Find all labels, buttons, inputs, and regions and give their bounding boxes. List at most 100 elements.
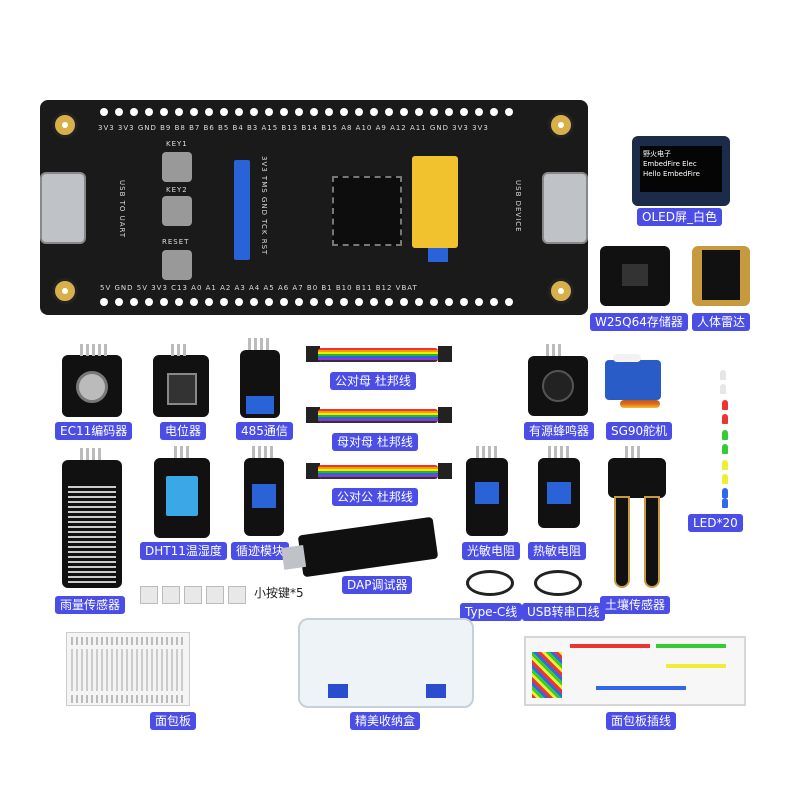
jumper-wire-kit	[524, 636, 746, 706]
mount-hole-tr	[548, 112, 574, 138]
button-cap-1	[140, 586, 158, 604]
soil-probe-right	[644, 496, 660, 588]
wire-mf-end-right	[438, 346, 452, 362]
oled-screen: 野火电子 EmbedFire Elec Hello EmbedFire	[640, 146, 722, 192]
wire-ff-end-right	[438, 407, 452, 423]
pot-knob	[167, 373, 197, 405]
rain-sensor	[62, 460, 122, 588]
mount-hole-br	[548, 278, 574, 304]
breadboard-rail-top	[71, 637, 185, 645]
swd-header	[234, 160, 250, 260]
potentiometer-module	[153, 355, 209, 417]
label-photo: 光敏电阻	[462, 542, 521, 560]
label-led: LED*20	[688, 514, 743, 532]
oled-line2: EmbedFire Elec	[643, 160, 697, 168]
wire-ff	[318, 409, 438, 423]
usb-c-port-right	[542, 172, 588, 244]
blue-jumper	[428, 248, 448, 262]
pot-pins	[171, 344, 186, 356]
dap-usb-plug	[281, 545, 307, 570]
led-green-2	[722, 444, 728, 454]
flash-chip	[622, 264, 648, 286]
track-pot	[252, 484, 276, 508]
label-usb-serial: USB转串口线	[522, 603, 605, 621]
radar-board	[702, 250, 740, 300]
key1-button	[162, 152, 192, 182]
label-dht11: DHT11温湿度	[140, 542, 227, 560]
buzzer-body	[542, 370, 574, 402]
wire-mm-end-left	[306, 463, 320, 479]
led-white-1	[720, 370, 726, 380]
usb-serial-cable	[534, 570, 582, 596]
rs485-module	[240, 350, 280, 418]
label-oled: OLED屏_白色	[637, 208, 722, 226]
jumper-mixed	[532, 652, 562, 698]
breadboard-holes	[71, 649, 185, 691]
label-radar: 人体雷达	[692, 313, 751, 331]
led-blue-2	[722, 498, 728, 508]
label-typec: Type-C线	[460, 603, 523, 621]
jumper-block	[412, 156, 458, 248]
oled-module: 野火电子 EmbedFire Elec Hello EmbedFire	[632, 136, 730, 206]
bottom-header-pins	[100, 298, 513, 306]
wire-mf	[318, 348, 438, 362]
photo-pot	[475, 482, 499, 504]
label-buttons: 小按键*5	[254, 586, 304, 600]
servo-arm	[613, 354, 641, 362]
dht11-pins	[174, 446, 189, 458]
led-bundle	[700, 370, 740, 510]
soil-pins	[625, 446, 640, 458]
jumper-red	[570, 644, 650, 648]
led-yellow-2	[722, 474, 728, 484]
label-wire-mm: 公对公 杜邦线	[332, 488, 418, 506]
top-pin-labels: 3V3 3V3 GND B9 B8 B7 B6 B5 B4 B3 A15 B13…	[98, 124, 489, 132]
usb-device-label: USB DEVICE	[514, 180, 522, 233]
jumper-green	[656, 644, 726, 648]
wire-ff-end-left	[306, 407, 320, 423]
wire-mm	[318, 465, 438, 479]
w25q64-module	[600, 246, 670, 306]
label-breadboard: 面包板	[150, 712, 197, 730]
usb-uart-label: USB TO UART	[118, 180, 126, 239]
label-sg90: SG90舵机	[606, 422, 673, 440]
track-pins	[252, 446, 273, 458]
box-latch-left	[328, 684, 348, 698]
oled-line1: 野火电子	[643, 150, 671, 158]
storage-box	[298, 618, 474, 708]
rain-pins	[80, 448, 101, 460]
dht11-sensor	[166, 476, 198, 516]
box-latch-right	[426, 684, 446, 698]
key2-button	[162, 196, 192, 226]
ec11-pins	[80, 344, 107, 356]
reset-button	[162, 250, 192, 280]
wire-mf-end-left	[306, 346, 320, 362]
label-buzzer: 有源蜂鸣器	[524, 422, 595, 440]
sg90-servo	[605, 354, 661, 400]
label-wire-mf: 公对母 杜邦线	[330, 372, 416, 390]
radar-module	[692, 246, 750, 306]
label-jumper: 面包板插线	[606, 712, 677, 730]
button-cap-5	[228, 586, 246, 604]
soil-sensor-head	[608, 458, 666, 498]
led-blue-1	[722, 488, 728, 498]
jumper-yellow	[666, 664, 726, 668]
thermistor-module	[538, 458, 580, 528]
reset-label: RESET	[162, 238, 190, 246]
label-rain: 雨量传感器	[55, 596, 126, 614]
mcu-chip	[332, 176, 402, 246]
label-485: 485通信	[236, 422, 293, 440]
soil-probe-left	[614, 496, 630, 588]
breadboard	[66, 632, 190, 706]
swd-label: 3V3 TMS GND TCK RST	[260, 156, 268, 256]
key1-label: KEY1	[166, 140, 188, 148]
typec-cable	[466, 570, 514, 596]
key2-label: KEY2	[166, 186, 188, 194]
small-buttons	[140, 580, 248, 610]
rs485-pins	[248, 338, 269, 350]
dap-debugger	[281, 516, 439, 578]
photoresistor-module	[466, 458, 508, 536]
bottom-pin-labels: 5V GND 5V 3V3 C13 A0 A1 A2 A3 A4 A5 A6 A…	[100, 284, 418, 292]
ec11-knob	[76, 371, 108, 403]
ec11-module	[62, 355, 122, 417]
thermo-pot	[547, 482, 571, 504]
